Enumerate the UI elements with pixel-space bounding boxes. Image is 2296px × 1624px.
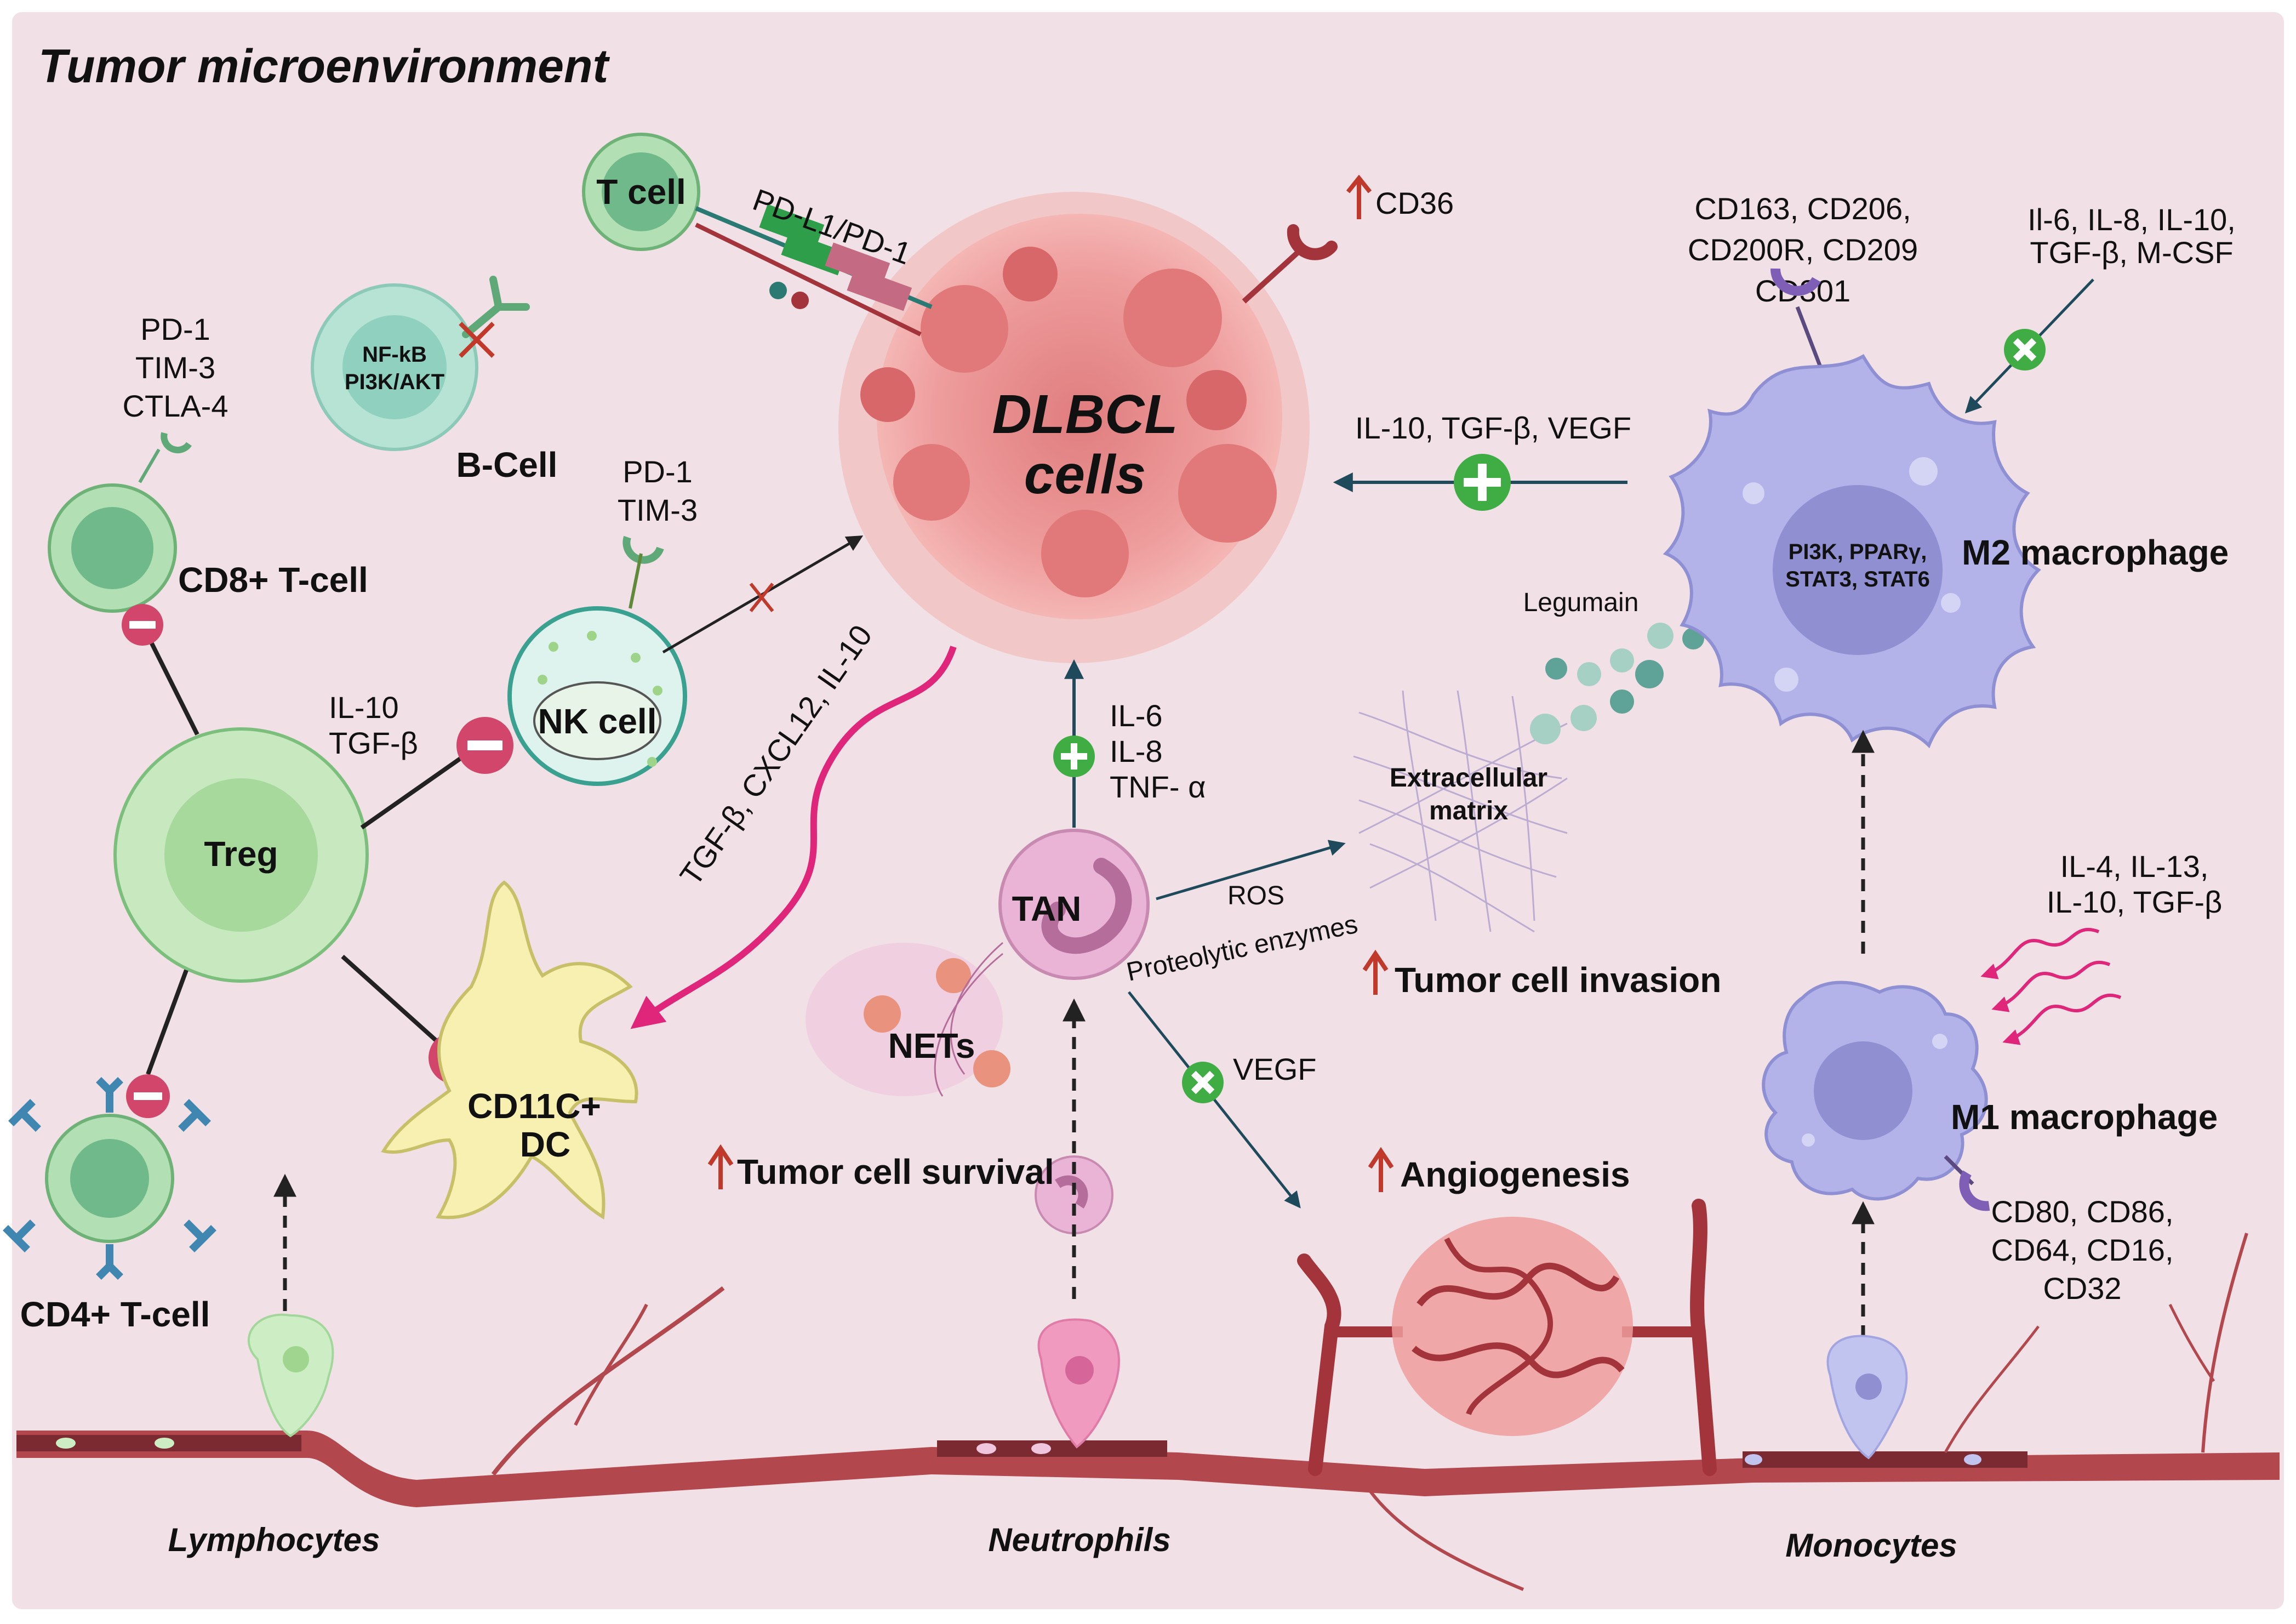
cd4-label: CD4+ T-cell (20, 1295, 210, 1334)
tan-signal-2: IL-8 (1110, 734, 1163, 768)
m2-input-2: TGF-β, M-CSF (2030, 235, 2233, 270)
tan-signal-1: IL-6 (1110, 698, 1163, 733)
neutrophil-extravasating (1037, 1318, 1120, 1449)
nk-marker-1: PD-1 (622, 454, 693, 489)
m1-input-2: IL-10, TGF-β (2047, 885, 2223, 919)
ecm-label-2: matrix (1429, 796, 1508, 825)
outcome-survival: Tumor cell survival (707, 1144, 1054, 1192)
outcome-invasion-label: Tumor cell invasion (1395, 960, 1721, 1000)
m2-macrophage: CD163, CD206, CD200R, CD209 CD301 PI3K, … (1663, 191, 2229, 749)
m1-receptor-3: CD32 (2043, 1271, 2121, 1306)
dc-label-1: CD11C+ (467, 1086, 601, 1126)
lymphocyte-extravasating (247, 1313, 334, 1438)
cd8-marker-3: CTLA-4 (123, 389, 229, 423)
tan-label: TAN (1012, 889, 1082, 928)
tan-to-ecm-arrow (1156, 840, 1346, 901)
origin-monocytes: Monocytes (1785, 1527, 1957, 1564)
t-cell-label: T cell (596, 172, 686, 212)
ecm-label-1: Extracellular (1390, 763, 1547, 793)
treg-label: Treg (204, 834, 278, 874)
minus-badge-nk (456, 717, 513, 774)
dendritic-cell: CD11C+ DC (381, 880, 638, 1220)
m1-label: M1 macrophage (1951, 1097, 2218, 1137)
outcome-survival-label: Tumor cell survival (737, 1152, 1054, 1192)
m1-receptor-1: CD80, CD86, (1991, 1194, 2173, 1229)
cd36-label: CD36 (1375, 186, 1454, 220)
b-cell-pathway-2: PI3K/AKT (345, 370, 444, 394)
dlbcl-label-1: DLBCL (992, 384, 1178, 445)
outcome-angiogenesis: Angiogenesis (1368, 1147, 1630, 1194)
dlbcl-tumor: DLBCL cells (838, 192, 1310, 663)
m2-pathway-1: PI3K, PPARγ, (1789, 540, 1927, 564)
treg-cell: Treg (113, 727, 369, 983)
b-cell-block-cross (459, 322, 495, 358)
m2-to-dlbcl-signal: IL-10, TGF-β, VEGF (1355, 411, 1631, 445)
m1-input-1: IL-4, IL-13, (2060, 849, 2209, 884)
angiogenesis-vessels (1297, 1199, 1717, 1476)
b-cell: NF-kB PI3K/AKT B-Cell (311, 276, 558, 485)
cd8-label: CD8+ T-cell (178, 560, 368, 600)
dlbcl-label-2: cells (1024, 444, 1146, 505)
cd36-up-arrow (1346, 174, 1372, 219)
plus-badge-tan (1053, 736, 1095, 777)
extracellular-matrix: Extracellular matrix (1353, 690, 1568, 933)
legumain: Legumain (1523, 588, 1704, 744)
tan-vegf-label: VEGF (1233, 1052, 1316, 1086)
minus-badge-cd4 (126, 1074, 170, 1118)
origin-neutrophils: Neutrophils (988, 1522, 1170, 1558)
minus-badge-cd8 (122, 604, 163, 646)
treg-signal-2: TGF-β (329, 726, 418, 760)
m2-receptor-2: CD200R, CD209 (1688, 232, 1918, 267)
tan-ros-label: ROS (1227, 881, 1284, 910)
nk-block-cross (749, 583, 774, 612)
monocyte-extravasating (1826, 1335, 1908, 1460)
plus-badge-m2 (1454, 454, 1511, 511)
origin-lymphocytes: Lymphocytes (168, 1522, 380, 1558)
cd8-marker-1: PD-1 (140, 312, 210, 346)
treg-signal-1: IL-10 (329, 690, 399, 725)
cd8-t-cell: PD-1 TIM-3 CTLA-4 CD8+ T-cell (48, 312, 368, 613)
tan-cell: TAN (998, 829, 1150, 980)
outcome-invasion: Tumor cell invasion (1362, 949, 1721, 1000)
m1-macrophage: M1 macrophage CD80, CD86, CD64, CD16, CD… (1762, 981, 2218, 1306)
m2-label: M2 macrophage (1962, 533, 2229, 572)
t-cell: T cell (582, 133, 933, 337)
m2-pathway-2: STAT3, STAT6 (1785, 567, 1930, 591)
outcome-angiogenesis-label: Angiogenesis (1400, 1155, 1630, 1194)
dc-label-2: DC (520, 1125, 570, 1164)
nk-cell: PD-1 TIM-3 NK cell (507, 454, 698, 786)
m2-receptor-1: CD163, CD206, (1694, 191, 1911, 226)
nk-to-dlbcl-arrow (662, 535, 864, 654)
blood-vessel (16, 1233, 2280, 1591)
m1-input-arrows (1980, 927, 2122, 1045)
plus-badge-m2-input (2004, 329, 2046, 371)
diagram-title: Tumor microenvironment (38, 40, 610, 93)
treg-inhibition-lines (135, 628, 473, 1075)
legumain-label: Legumain (1523, 588, 1639, 617)
dlbcl-to-dc-arrow (630, 646, 957, 1029)
m2-input-1: Il-6, IL-8, IL-10, (2027, 202, 2236, 237)
m1-receptor-2: CD64, CD16, (1991, 1233, 2173, 1267)
b-cell-label: B-Cell (456, 445, 558, 485)
plus-badge-vegf (1182, 1062, 1224, 1103)
nk-label: NK cell (538, 702, 657, 741)
nk-marker-2: TIM-3 (618, 493, 698, 527)
nets: NETs (806, 942, 1010, 1097)
cd4-t-cell: CD4+ T-cell (3, 1077, 216, 1334)
nets-label: NETs (888, 1026, 975, 1065)
cd36-receptor: CD36 (1242, 174, 1454, 304)
b-cell-pathway-1: NF-kB (362, 343, 427, 367)
cd8-marker-2: TIM-3 (135, 350, 215, 385)
tan-signal-3: TNF- α (1110, 770, 1206, 804)
